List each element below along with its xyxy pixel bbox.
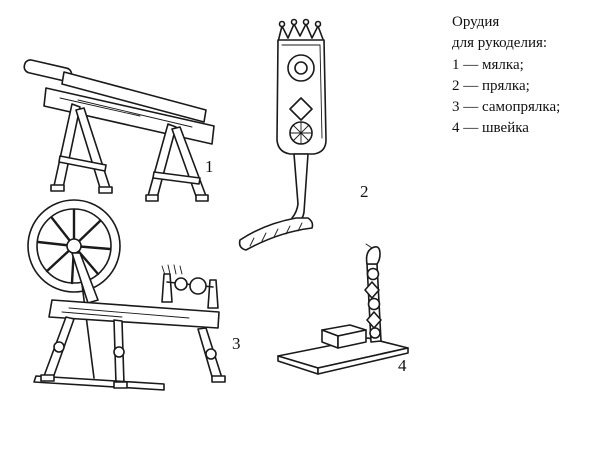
caption: Орудия для рукоделия: 1 — мялка; 2 — пря… — [452, 12, 594, 140]
figure-number-3: 3 — [232, 334, 241, 353]
figure-number-2: 2 — [360, 182, 369, 201]
caption-title-line-2: для рукоделия: — [452, 35, 548, 52]
distaff-figure — [234, 12, 366, 264]
flax-brake-illustration — [23, 59, 215, 202]
caption-item-3: 3 — самопрялка; — [452, 99, 561, 116]
sewing-stand-figure — [272, 230, 420, 382]
figure-number-1: 1 — [205, 157, 214, 176]
caption-item-1: 1 — мялка; — [452, 56, 524, 73]
caption-title-line-1: Орудия — [452, 14, 500, 30]
caption-item-4: 4 — швейка — [452, 120, 529, 137]
distaff-illustration — [238, 18, 327, 251]
figure-number-4: 4 — [398, 356, 407, 375]
flax-brake-figure — [20, 28, 220, 203]
spinning-wheel-figure — [14, 196, 242, 398]
sewing-stand-illustration — [277, 243, 409, 375]
spinning-wheel-illustration — [27, 199, 226, 391]
caption-item-2: 2 — прялка; — [452, 77, 530, 94]
